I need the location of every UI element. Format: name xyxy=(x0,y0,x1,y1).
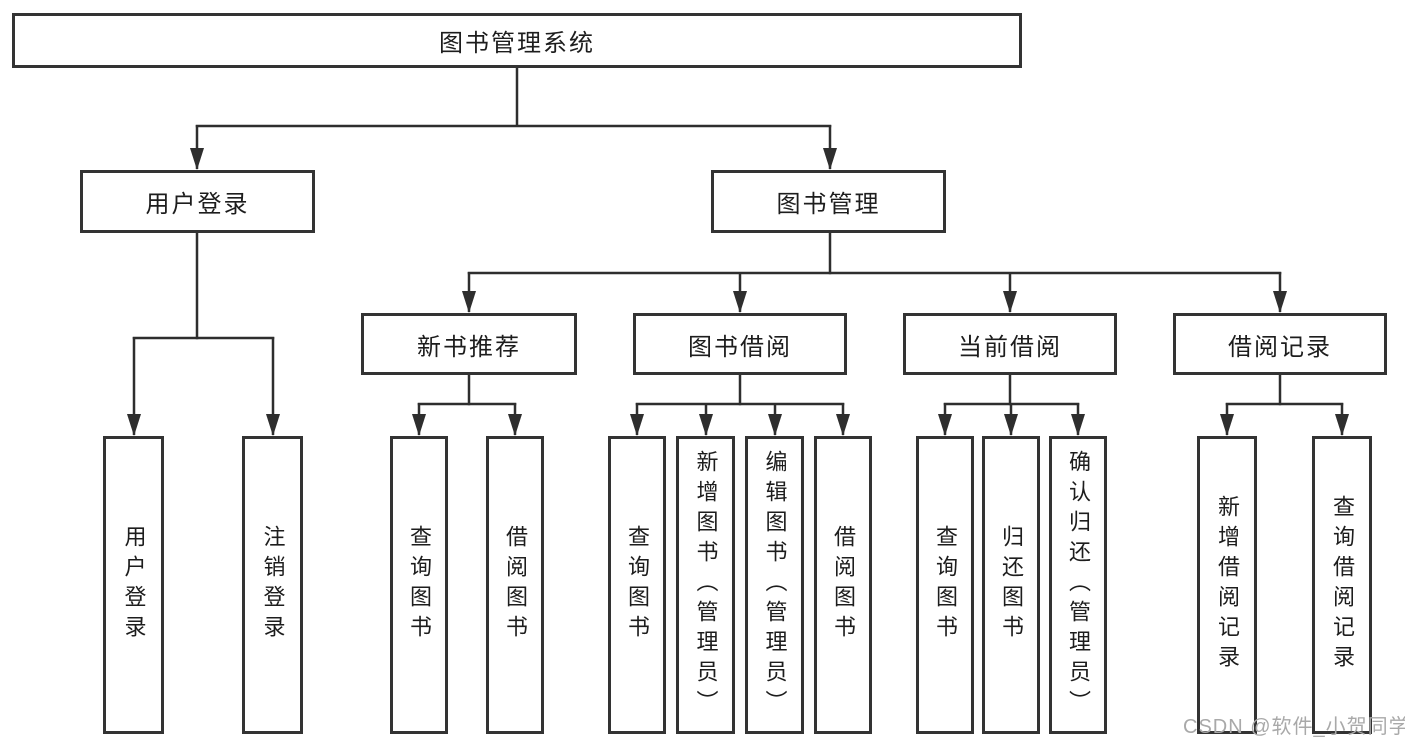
node-root-label: 图书管理系统 xyxy=(439,30,595,57)
leaf-bb-borrow-books: 借阅图书 xyxy=(814,436,872,734)
node-borrow-records: 借阅记录 xyxy=(1173,313,1387,375)
leaf-bb-edit-books-admin: 编辑图书（管理员） xyxy=(745,436,804,734)
leaf-nbr-query-books-label: 查询图书 xyxy=(407,525,432,645)
leaf-logout: 注销登录 xyxy=(242,436,303,734)
leaf-br-query-borrow-record-label: 查询借阅记录 xyxy=(1330,495,1355,675)
leaf-cb-query-books: 查询图书 xyxy=(916,436,974,734)
leaf-cb-query-books-label: 查询图书 xyxy=(933,525,958,645)
watermark: CSDN @软件_小贺同学 xyxy=(1183,716,1405,738)
node-book-borrow-label: 图书借阅 xyxy=(688,333,792,361)
leaf-bb-add-books-admin-label: 新增图书（管理员） xyxy=(693,450,719,720)
node-user-login-label: 用户登录 xyxy=(145,191,250,218)
node-new-book-recommend: 新书推荐 xyxy=(361,313,577,375)
leaf-br-add-borrow-record: 新增借阅记录 xyxy=(1197,436,1257,734)
node-new-book-recommend-label: 新书推荐 xyxy=(417,333,521,361)
leaf-br-add-borrow-record-label: 新增借阅记录 xyxy=(1215,495,1240,675)
node-current-borrow: 当前借阅 xyxy=(903,313,1117,375)
leaf-user-login: 用户登录 xyxy=(103,436,164,734)
leaf-nbr-borrow-books: 借阅图书 xyxy=(486,436,544,734)
leaf-bb-add-books-admin: 新增图书（管理员） xyxy=(676,436,735,734)
leaf-cb-return-books: 归还图书 xyxy=(982,436,1040,734)
leaf-bb-query-books-label: 查询图书 xyxy=(625,525,650,645)
leaf-cb-confirm-return-admin: 确认归还（管理员） xyxy=(1049,436,1107,734)
leaf-bb-borrow-books-label: 借阅图书 xyxy=(831,525,856,645)
leaf-bb-query-books: 查询图书 xyxy=(608,436,666,734)
node-root: 图书管理系统 xyxy=(12,13,1022,68)
node-user-login: 用户登录 xyxy=(80,170,315,233)
leaf-nbr-query-books: 查询图书 xyxy=(390,436,448,734)
leaf-br-query-borrow-record: 查询借阅记录 xyxy=(1312,436,1372,734)
leaf-user-login-label: 用户登录 xyxy=(121,525,147,645)
node-book-management: 图书管理 xyxy=(711,170,946,233)
node-current-borrow-label: 当前借阅 xyxy=(958,333,1062,361)
leaf-cb-return-books-label: 归还图书 xyxy=(999,525,1024,645)
leaf-logout-label: 注销登录 xyxy=(260,525,286,645)
node-book-borrow: 图书借阅 xyxy=(633,313,847,375)
leaf-bb-edit-books-admin-label: 编辑图书（管理员） xyxy=(762,450,788,720)
node-book-management-label: 图书管理 xyxy=(776,191,881,218)
leaf-cb-confirm-return-admin-label: 确认归还（管理员） xyxy=(1066,450,1091,720)
node-borrow-records-label: 借阅记录 xyxy=(1228,333,1332,361)
leaf-nbr-borrow-books-label: 借阅图书 xyxy=(503,525,528,645)
